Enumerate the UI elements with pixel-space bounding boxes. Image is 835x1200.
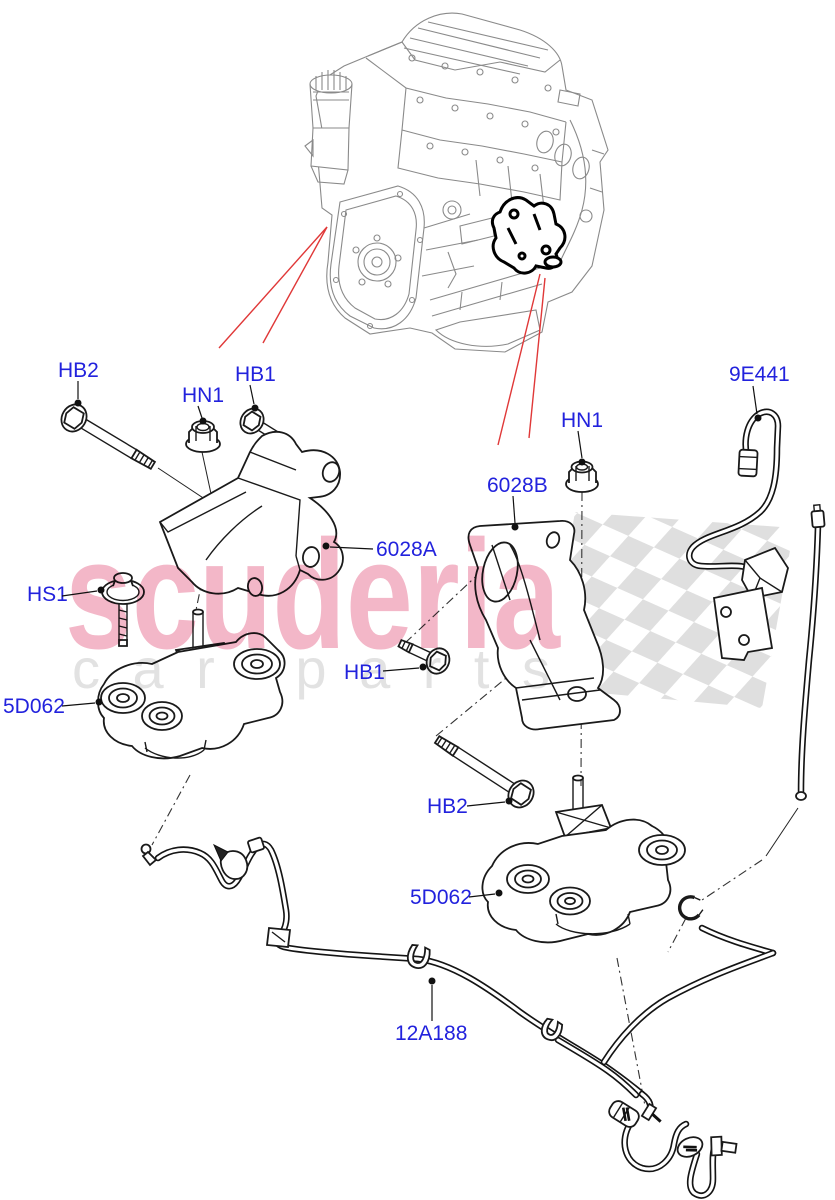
leader-line bbox=[61, 590, 98, 597]
callout-hb1-top[interactable]: HB1 bbox=[235, 363, 276, 412]
part-code[interactable]: 5D062 bbox=[3, 695, 65, 718]
leader-line bbox=[249, 384, 255, 405]
callout-hb1-middle[interactable]: HB1 bbox=[344, 661, 427, 684]
part-code[interactable]: 9E441 bbox=[729, 363, 790, 386]
callout-hn1-left[interactable]: HN1 bbox=[182, 384, 224, 425]
watermark-brand: scuderia bbox=[65, 508, 561, 681]
mount-5d062-right bbox=[481, 774, 686, 944]
leader-line bbox=[197, 405, 203, 419]
leader-line bbox=[512, 495, 516, 524]
leader-dot bbox=[199, 417, 207, 425]
callout-12a188[interactable]: 12A188 bbox=[395, 977, 467, 1046]
part-code[interactable]: HS1 bbox=[27, 583, 68, 606]
engine-bracket-highlight bbox=[490, 196, 567, 275]
bracket-6028b bbox=[467, 520, 621, 731]
leader-dot bbox=[578, 458, 586, 466]
leader-dot bbox=[74, 399, 82, 407]
callout-hb2-top[interactable]: HB2 bbox=[58, 359, 99, 407]
bolt-hb1-middle bbox=[397, 638, 451, 675]
pipe-12a188 bbox=[140, 836, 777, 1199]
callout-5d062-right[interactable]: 5D062 bbox=[410, 886, 503, 909]
part-code[interactable]: HB1 bbox=[235, 363, 276, 386]
part-code[interactable]: HB2 bbox=[58, 359, 99, 382]
callout-hb2-middle[interactable]: HB2 bbox=[427, 795, 513, 818]
part-code[interactable]: HB2 bbox=[427, 795, 468, 818]
watermark: scuderia car parts bbox=[65, 508, 561, 700]
leader-dot bbox=[511, 523, 519, 531]
leader-dot bbox=[428, 977, 436, 985]
callout-hn1-right[interactable]: HN1 bbox=[561, 409, 603, 466]
callout-5d062-left[interactable]: 5D062 bbox=[3, 695, 103, 718]
mount-5d062-left bbox=[97, 608, 286, 760]
red-pointer-lines bbox=[218, 226, 546, 446]
pipe-9e441 bbox=[677, 408, 826, 921]
engine-illustration bbox=[304, 12, 609, 353]
leader-dot bbox=[754, 414, 762, 422]
leader-dot bbox=[495, 889, 503, 897]
nut-hn1-left bbox=[185, 420, 221, 453]
part-code[interactable]: 6028B bbox=[487, 474, 548, 497]
part-code[interactable]: 12A188 bbox=[395, 1022, 467, 1045]
callout-hs1[interactable]: HS1 bbox=[27, 583, 105, 606]
leader-line bbox=[752, 385, 758, 415]
leader-dot bbox=[505, 797, 513, 805]
leader-line bbox=[329, 546, 374, 550]
leader-line bbox=[61, 702, 96, 707]
leader-line bbox=[577, 430, 583, 459]
callout-6028a[interactable]: 6028A bbox=[322, 538, 437, 561]
leader-dot bbox=[322, 542, 330, 550]
leader-dot bbox=[419, 663, 427, 671]
watermark-tagline: car parts bbox=[72, 637, 550, 700]
part-code[interactable]: 6028A bbox=[376, 538, 437, 561]
bracket-6028a bbox=[158, 430, 344, 597]
leader-line bbox=[382, 667, 420, 672]
pipe-clip bbox=[677, 895, 704, 921]
leader-line bbox=[468, 893, 496, 898]
bolt-hb2-top bbox=[60, 403, 157, 471]
bolt-hb2-middle bbox=[433, 734, 535, 809]
leader-line bbox=[466, 801, 506, 807]
callout-9e441[interactable]: 9E441 bbox=[729, 363, 790, 422]
nut-hn1-right bbox=[565, 460, 599, 493]
part-code[interactable]: HN1 bbox=[182, 384, 224, 407]
leader-dot bbox=[97, 586, 105, 594]
leader-dot bbox=[95, 698, 103, 706]
part-code[interactable]: 5D062 bbox=[410, 886, 472, 909]
leader-dot bbox=[251, 404, 259, 412]
part-code[interactable]: HN1 bbox=[561, 409, 603, 432]
part-code[interactable]: HB1 bbox=[344, 661, 385, 684]
callout-6028b[interactable]: 6028B bbox=[487, 474, 548, 531]
